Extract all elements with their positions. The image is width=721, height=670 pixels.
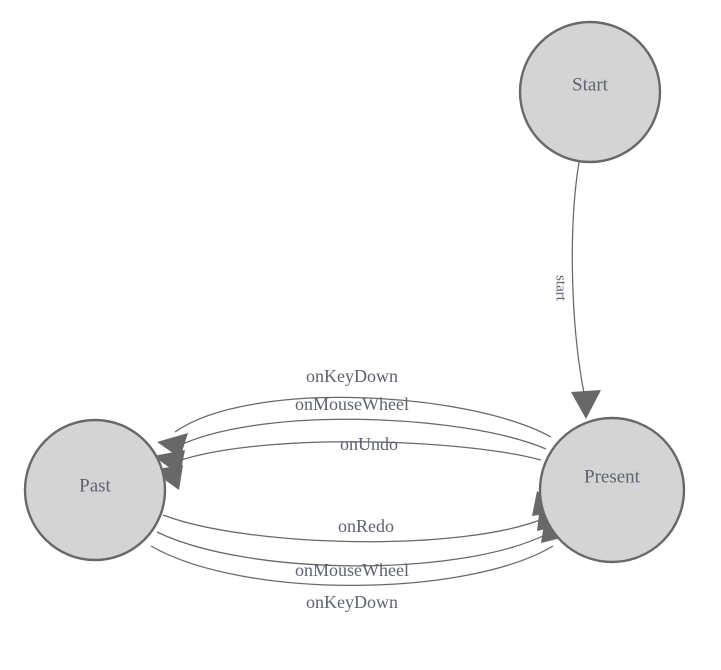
edge-past-to-present-onredo[interactable]: onRedo (162, 491, 564, 543)
edge-present-to-past-onmousewheel-path (171, 418, 547, 450)
edge-start-to-present-path (571, 161, 586, 399)
edge-label-present-past-onkeydown: onKeyDown (306, 366, 398, 386)
edge-start-to-present[interactable]: start (553, 161, 601, 419)
node-present-circle[interactable] (538, 416, 686, 564)
edge-present-to-past-onmousewheel[interactable]: onMouseWheel (153, 394, 547, 475)
node-start-label: Start (572, 74, 609, 95)
edge-present-to-past-onundo[interactable]: onUndo (151, 434, 542, 490)
edge-present-to-past-onkeydown-path (174, 396, 552, 438)
edge-start-to-present-arrowhead (571, 390, 601, 419)
node-present[interactable]: Present (538, 416, 686, 564)
edge-label-present-past-onundo: onUndo (340, 434, 398, 454)
edge-past-to-present-onmousewheel-path (156, 531, 550, 567)
edge-past-to-present-onredo-path (162, 514, 546, 543)
edge-label-past-present-onmousewheel: onMouseWheel (295, 560, 409, 580)
edge-label-past-present-onredo: onRedo (338, 516, 394, 536)
edge-label-past-present-onkeydown: onKeyDown (306, 592, 398, 612)
edge-present-to-past-onundo-path (169, 441, 542, 465)
edge-label-present-past-onmousewheel: onMouseWheel (295, 394, 409, 414)
node-past-circle[interactable] (23, 418, 167, 562)
edge-label-start: start (553, 275, 569, 302)
node-start[interactable]: Start (518, 20, 662, 164)
node-start-circle[interactable] (518, 20, 662, 164)
edge-past-to-present-onkeydown-path (150, 545, 554, 586)
node-past[interactable]: Past (23, 418, 167, 562)
node-present-label: Present (584, 466, 641, 487)
node-past-label: Past (79, 475, 111, 496)
